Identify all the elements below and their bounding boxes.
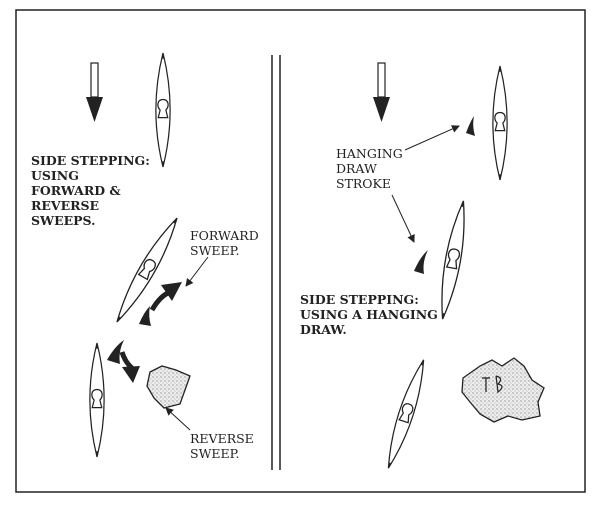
rock-right bbox=[461, 357, 545, 423]
paddle-blade-top-right-icon bbox=[466, 116, 475, 136]
kayak-top-right bbox=[492, 65, 508, 181]
kayak-middle-right bbox=[434, 198, 472, 322]
paddle-blade-forward-icon bbox=[139, 306, 151, 326]
kayak-bottom-right bbox=[380, 356, 432, 472]
left-heading: SIDE STEPPING: USING FORWARD & REVERSE S… bbox=[31, 153, 150, 228]
current-arrow-right bbox=[373, 62, 390, 122]
paddle-blade-reverse-icon bbox=[107, 340, 124, 364]
stroke-label-pointer-top bbox=[404, 125, 460, 151]
reverse-sweep-arrow-icon bbox=[119, 351, 140, 383]
reverse-label-pointer bbox=[165, 407, 191, 431]
forward-sweep-arrow-icon bbox=[149, 282, 182, 312]
stroke-label-pointer-bottom bbox=[391, 194, 415, 243]
hanging-draw-stroke-label: HANGING DRAW STROKE bbox=[336, 146, 403, 191]
paddle-blade-middle-right-icon bbox=[414, 250, 428, 274]
current-arrow-left bbox=[86, 62, 103, 122]
kayak-forward-sweep bbox=[109, 213, 185, 327]
outer-frame bbox=[15, 9, 586, 493]
forward-label-pointer bbox=[185, 256, 209, 287]
kayak-reverse-sweep bbox=[89, 342, 105, 458]
reverse-sweep-label: REVERSE SWEEP. bbox=[190, 431, 254, 461]
forward-sweep-label: FORWARD SWEEP. bbox=[190, 228, 259, 258]
kayak-top-left bbox=[155, 52, 171, 168]
right-heading: SIDE STEPPING: USING A HANGING DRAW. bbox=[300, 292, 438, 337]
rock-marking-strokes bbox=[482, 375, 503, 394]
rock-left bbox=[146, 365, 191, 409]
